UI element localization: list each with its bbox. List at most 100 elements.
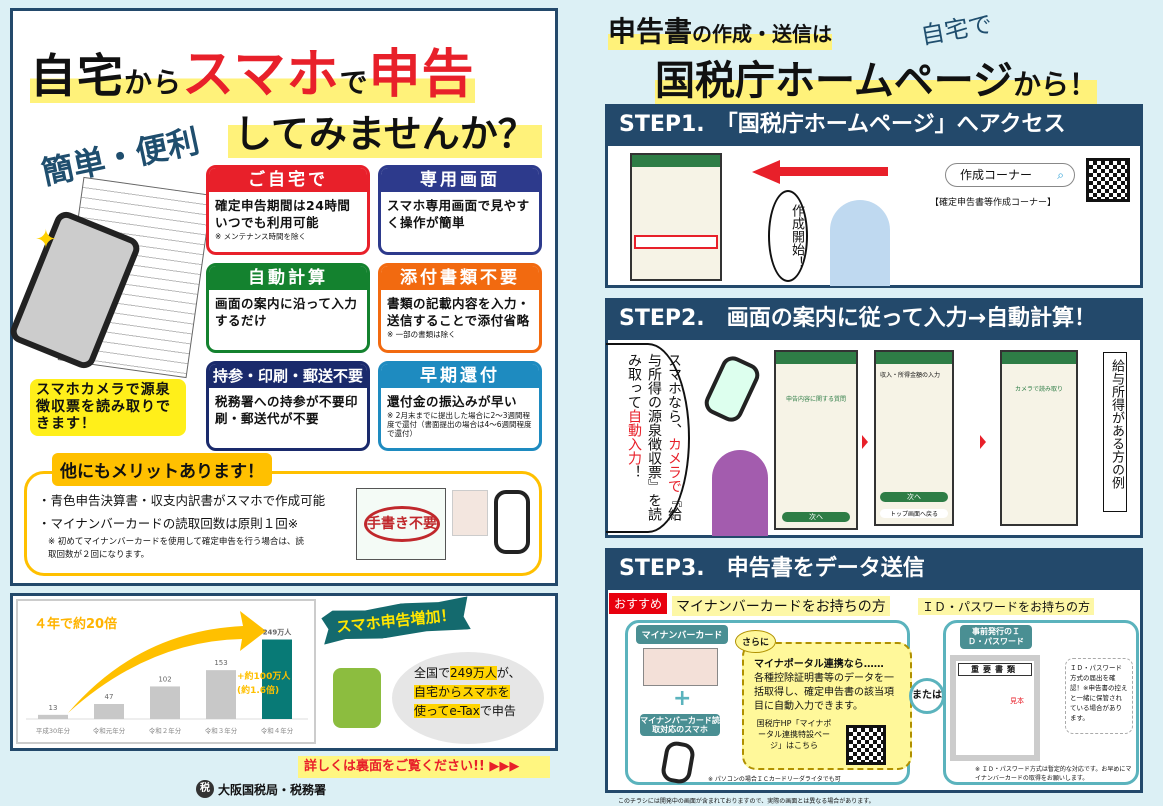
bar-value-label: 47 — [105, 693, 114, 701]
step-number: STEP1. — [619, 112, 705, 137]
bar-value-label: 249万人 — [263, 628, 293, 637]
feature-body: 書類の記載内容を入力・送信することで添付省略 — [387, 296, 531, 328]
feature-card: 専用画面スマホ専用画面で見やすく操作が簡単 — [378, 165, 542, 255]
step-title: 申告書をデータ送信 — [726, 556, 925, 581]
increase-ratio: (約1.6倍) — [237, 686, 280, 696]
arrow-shaft — [778, 167, 888, 176]
heading-text: 申告書 — [608, 15, 693, 48]
feature-title: 自動計算 — [209, 266, 367, 290]
compatible-phone-label: マイナンバーカード読取対応のスマホ — [640, 714, 720, 736]
growth-label: ４年で約20倍 — [34, 617, 118, 632]
search-box[interactable]: 作成コーナー⌕ — [945, 163, 1075, 187]
feature-card: 持参・印刷・郵送不要税務署への持参が不要印刷・郵送代が不要 — [206, 361, 370, 451]
merit-heading: 他にもメリットあります！ — [52, 453, 272, 486]
screen-title: 収入・所得金額の入力 — [880, 372, 941, 379]
camera-speech-bubble: スマホなら、カメラで『給与所得の源泉徴収票』を読み取って自動入力！ — [606, 343, 690, 533]
bar — [262, 639, 292, 719]
feature-title: ご自宅で — [209, 168, 367, 192]
feature-note — [209, 329, 367, 331]
important-document-image: 重要書類 見本 — [950, 655, 1040, 761]
category-label: 令和３年分 — [205, 726, 238, 735]
bubble-text: 全国で — [414, 666, 451, 680]
bubble-text: で申告 — [479, 704, 516, 718]
mynumber-card-label: マイナンバーカード — [636, 625, 728, 644]
speech-text: スマホなら、 — [666, 353, 682, 437]
feature-title: 添付書類不要 — [381, 266, 539, 290]
salary-example-label: 給与所得がある方の例 — [1103, 352, 1127, 512]
feature-card: ご自宅で確定申告期間は24時間いつでも利用可能※ メンテナンス時間を除く — [206, 165, 370, 255]
category-label: 令和２年分 — [149, 726, 182, 735]
search-caption: 【確定申告書等作成コーナー】 — [930, 198, 1057, 208]
feature-title: 持参・印刷・郵送不要 — [209, 364, 367, 388]
feature-body: 画面の案内に沿って入力するだけ — [215, 296, 358, 328]
mynumber-card-image — [643, 648, 718, 686]
document-title: 重要書類 — [958, 663, 1032, 676]
screen-title: カメラで読み取り — [1014, 386, 1063, 393]
camera-callout: スマホカメラで源泉徴収票を読み取りできます！ — [30, 379, 186, 436]
footnote: このチラシには開発中の画面が含まれておりますので、実際の画面とは異なる場合があり… — [618, 798, 875, 805]
step-number: STEP2. — [619, 306, 705, 331]
category-label: 令和４年分 — [261, 726, 294, 735]
bar-value-label: 102 — [158, 675, 171, 683]
idpw-note: ※ ＩＤ・パスワード方式は暫定的な対応です。お早めにマイナンバーカードの取得をお… — [975, 766, 1132, 782]
next-arrow-icon — [980, 435, 986, 449]
feature-note: ※ 一部の書類は除く — [387, 330, 456, 339]
feature-note — [381, 231, 539, 233]
screen-income: 収入・所得金額の入力次へトップ画面へ戻る — [874, 350, 954, 526]
mynumber-card-illustration — [452, 490, 488, 536]
sarani-badge: さらに — [735, 630, 777, 653]
smartphone-illustration — [494, 490, 530, 554]
tax-office-logo-icon: 税 — [196, 780, 214, 798]
bar — [206, 670, 236, 719]
see-back-link[interactable]: 詳しくは裏面をご覧ください!! ▶▶▶ — [298, 756, 550, 778]
pre-issued-label: 事前発行のＩＤ・パスワード — [960, 625, 1032, 649]
step-title: 画面の案内に従って入力→自動計算！ — [726, 306, 1097, 331]
main-subtitle: してみませんか？ — [228, 103, 542, 158]
bubble-text: 使ってe-Tax — [414, 704, 480, 718]
increase-amount: +約100万人 — [237, 672, 291, 682]
feature-note: ※ 2月末までに提出した場合に2～3週間程度で還付（書面提出の場合は4～6週間程… — [387, 411, 532, 438]
nta-site-screenshot — [630, 153, 722, 281]
speech-text: 自動入力 — [626, 409, 642, 465]
idpw-box — [943, 620, 1139, 785]
issuer-name: 大阪国税局・税務署 — [218, 782, 327, 797]
boy-illustration — [830, 200, 890, 286]
qr-code-icon[interactable] — [1086, 158, 1130, 202]
bar-value-label: 13 — [49, 704, 58, 712]
portal-link[interactable]: 国税庁HP「マイナポータル連携特設ページ」はこちら — [756, 719, 832, 750]
step3-header: STEP3. 申告書をデータ送信 — [605, 548, 1143, 590]
step2-header: STEP2. 画面の案内に従って入力→自動計算！ — [605, 298, 1143, 340]
bar-value-label: 153 — [214, 659, 227, 667]
main-title: 自宅からスマホで申告 — [30, 32, 475, 107]
issuer: 税大阪国税局・税務署 — [196, 780, 326, 798]
step1-header: STEP1. 「国税庁ホームページ」へアクセス — [605, 104, 1143, 146]
sample-mark: 見本 — [1010, 697, 1024, 705]
start-speech-bubble: 作成開始！ — [768, 190, 808, 282]
title-part: で — [339, 66, 369, 99]
screen-title: 申告内容に関する質問 — [785, 396, 846, 403]
heading-text: 国税庁ホームページ — [655, 58, 1013, 104]
feature-body: 還付金の振込みが早い — [387, 394, 518, 409]
portal-body: 各種控除証明書等のデータを一括取得し、確定申告書の該当項目に自動入力できます。 — [754, 673, 894, 712]
bar — [38, 714, 68, 719]
next-button[interactable]: 次へ — [782, 512, 850, 522]
heading-text: の作成・送信は — [692, 22, 833, 46]
idpw-title: ＩＤ・パスワードをお持ちの方 — [918, 598, 1095, 615]
next-button[interactable]: 次へ — [880, 492, 948, 502]
home-tag: 自宅で — [918, 9, 995, 51]
merit-item: ・マイナンバーカードの読取回数は原則１回※ — [38, 516, 299, 531]
feature-card: 自動計算画面の案内に沿って入力するだけ — [206, 263, 370, 353]
etax-mascot — [333, 668, 381, 728]
feature-note — [209, 427, 367, 429]
merit-box — [24, 471, 542, 576]
feature-title: 専用画面 — [381, 168, 539, 192]
portal-qr-code-icon[interactable] — [846, 725, 886, 765]
speech-text: 『給与所得の源泉徴収票』を — [646, 353, 682, 521]
portal-box: マイナポータル連携なら…… 各種控除証明書等のデータを一括取得し、確定申告書の該… — [742, 642, 912, 770]
increase-label: +約100万人 (約1.6倍) — [237, 670, 290, 698]
back-to-top-button[interactable]: トップ画面へ戻る — [880, 509, 948, 518]
speech-text: ！ — [626, 465, 642, 479]
feature-body: スマホ専用画面で見やすく操作が簡単 — [387, 198, 530, 230]
merit-note: ※ 初めてマイナンバーカードを使用して確定申告を行う場合は、読取回数が２回になり… — [48, 537, 304, 560]
bubble-number: 249万人 — [450, 666, 497, 680]
